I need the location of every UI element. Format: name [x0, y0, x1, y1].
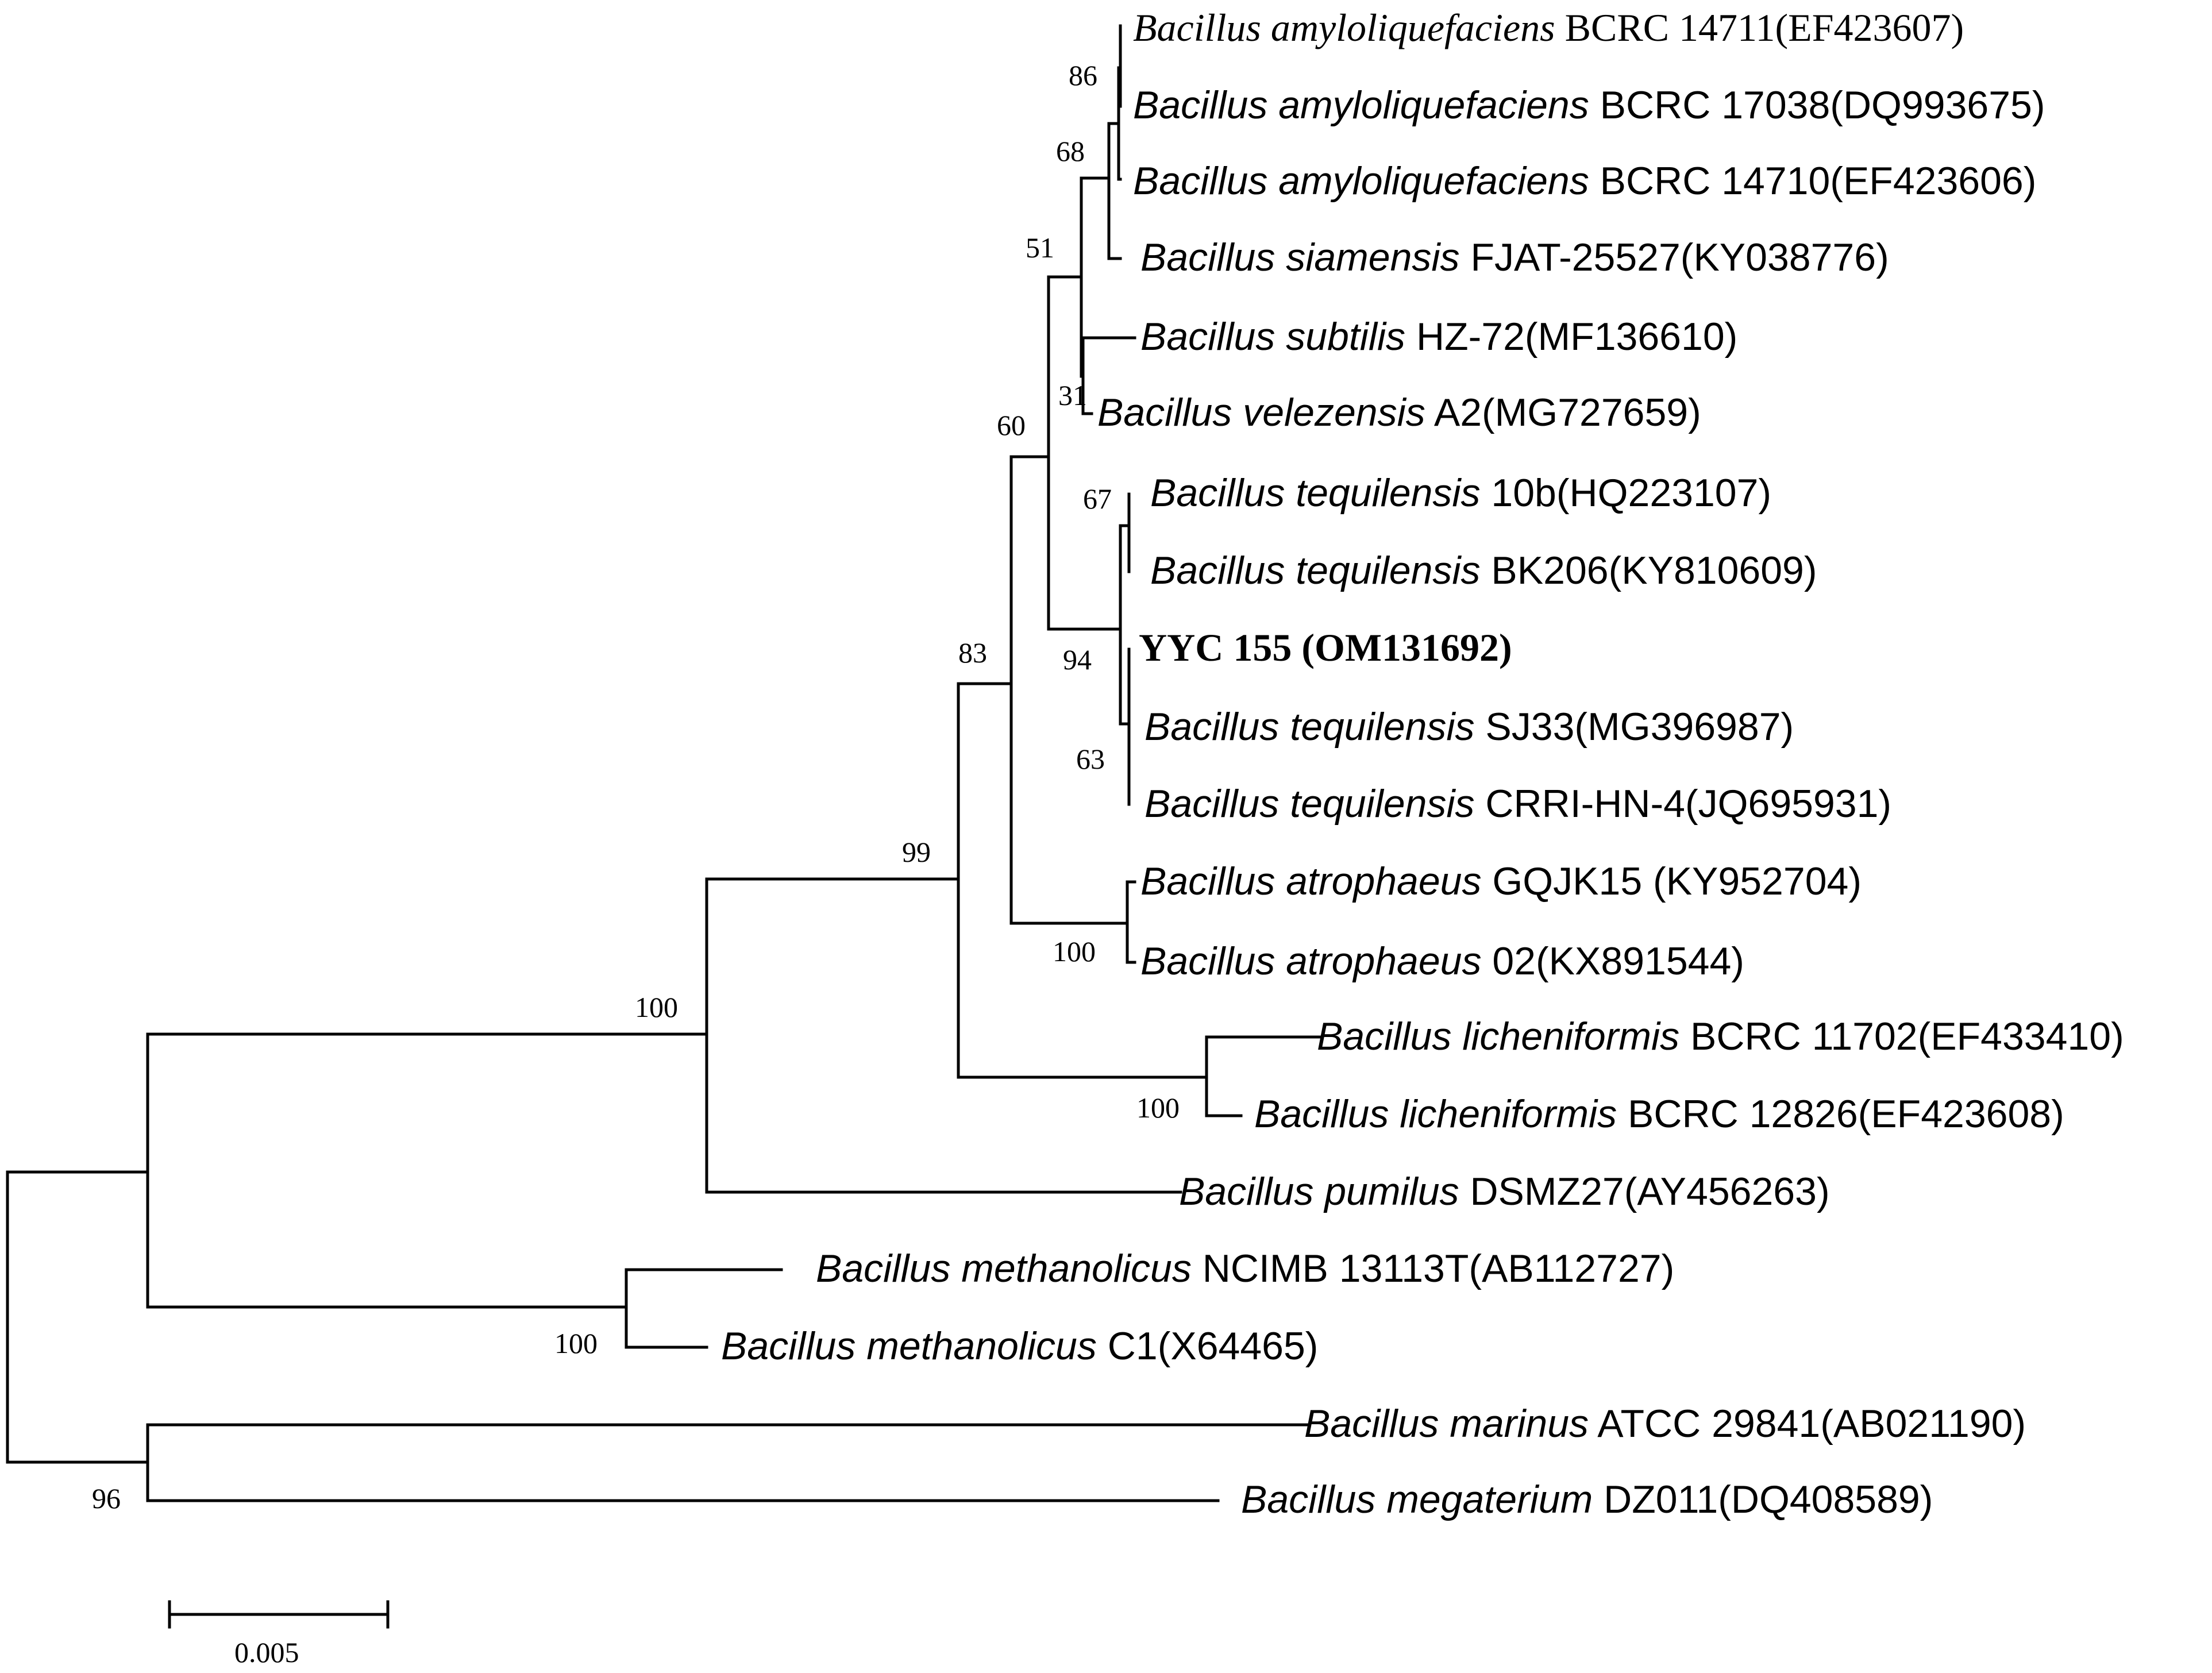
- taxon-label: Bacillus tequilensis 10b(HQ223107): [1150, 471, 1771, 515]
- bootstrap-label: 96: [92, 1482, 121, 1514]
- taxon-label: Bacillus marinus ATCC 29841(AB021190): [1304, 1402, 2026, 1445]
- scale-bar: 0.005: [168, 1600, 390, 1668]
- taxon-label: Bacillus methanolicus C1(X64465): [721, 1324, 1318, 1368]
- bootstrap-label: 51: [1026, 232, 1054, 264]
- taxon-species: Bacillus pumilus: [1179, 1170, 1459, 1213]
- taxon-label: Bacillus tequilensis SJ33(MG396987): [1144, 705, 1794, 749]
- taxon-species: Bacillus megaterium: [1241, 1478, 1593, 1521]
- taxon-strain: FJAT-25527(KY038776): [1470, 236, 1889, 279]
- taxon-species: Bacillus tequilensis: [1144, 705, 1475, 749]
- taxon-strain: BCRC 12826(EF423608): [1628, 1092, 2064, 1136]
- taxon-label: Bacillus licheniformis BCRC 11702(EF4334…: [1317, 1015, 2124, 1058]
- bootstrap-label: 31: [1058, 379, 1087, 411]
- taxon-species: Bacillus siamensis: [1140, 236, 1460, 279]
- taxon-species: Bacillus amyloliquefaciens: [1133, 159, 1589, 203]
- taxon-species: Bacillus atrophaeus: [1140, 939, 1481, 983]
- taxon-strain: 10b(HQ223107): [1491, 471, 1771, 515]
- bootstrap-label: 99: [902, 836, 931, 868]
- taxon-strain: A2(MG727659): [1434, 391, 1701, 434]
- taxon-label: Bacillus amyloliquefaciens BCRC 14710(EF…: [1133, 159, 2036, 203]
- taxon-strain: BCRC 11702(EF433410): [1690, 1015, 2124, 1058]
- taxon-species: Bacillus licheniformis: [1317, 1015, 1679, 1058]
- taxon-strain: C1(X64465): [1108, 1324, 1319, 1368]
- taxon-species: Bacillus tequilensis: [1150, 471, 1481, 515]
- tree-branches: [6, 24, 1323, 1502]
- taxon-species: Bacillus licheniformis: [1254, 1092, 1617, 1136]
- taxon-strain: DSMZ27(AY456263): [1470, 1170, 1829, 1213]
- taxon-species: Bacillus tequilensis: [1144, 782, 1475, 826]
- taxon-label: Bacillus siamensis FJAT-25527(KY038776): [1140, 236, 1889, 279]
- taxon-species: Bacillus methanolicus: [816, 1247, 1192, 1290]
- taxon-labels: Bacillus amyloliquefaciens BCRC 14711(EF…: [721, 6, 2124, 1521]
- taxon-strain: DZ011(DQ408589): [1604, 1478, 1933, 1521]
- taxon-species: Bacillus methanolicus: [721, 1324, 1097, 1368]
- taxon-label: Bacillus licheniformis BCRC 12826(EF4236…: [1254, 1092, 2064, 1136]
- taxon-species: Bacillus subtilis: [1140, 315, 1405, 358]
- bootstrap-label: 94: [1063, 643, 1092, 676]
- taxon-species: Bacillus marinus: [1304, 1402, 1589, 1445]
- bootstrap-label: 100: [554, 1327, 598, 1359]
- taxon-species: Bacillus amyloliquefaciens: [1133, 6, 1555, 49]
- bootstrap-label: 100: [1136, 1092, 1180, 1124]
- taxon-strain: NCIMB 13113T(AB112727): [1203, 1247, 1674, 1290]
- bootstrap-label: 67: [1083, 483, 1112, 515]
- taxon-label: Bacillus megaterium DZ011(DQ408589): [1241, 1478, 1933, 1521]
- taxon-species: Bacillus atrophaeus: [1140, 859, 1481, 903]
- taxon-strain: BCRC 14710(EF423606): [1600, 159, 2037, 203]
- taxon-strain: HZ-72(MF136610): [1416, 315, 1737, 358]
- bootstrap-label: 100: [635, 991, 678, 1023]
- taxon-label: Bacillus pumilus DSMZ27(AY456263): [1179, 1170, 1830, 1213]
- taxon-label: Bacillus amyloliquefaciens BCRC 14711(EF…: [1133, 6, 1964, 49]
- taxon-label: Bacillus velezensis A2(MG727659): [1097, 391, 1701, 434]
- taxon-strain: CRRI-HN-4(JQ695931): [1485, 782, 1891, 826]
- bootstrap-label: 60: [997, 409, 1026, 441]
- taxon-species: Bacillus amyloliquefaciens: [1133, 83, 1589, 127]
- taxon-label: Bacillus tequilensis CRRI-HN-4(JQ695931): [1144, 782, 1891, 826]
- taxon-label: Bacillus methanolicus NCIMB 13113T(AB112…: [816, 1247, 1674, 1290]
- bootstrap-label: 63: [1076, 743, 1105, 775]
- taxon-label-highlighted: YYC 155 (OM131692): [1139, 626, 1512, 669]
- bootstrap-label: 83: [958, 637, 987, 669]
- taxon-strain: BCRC 17038(DQ993675): [1600, 83, 2045, 127]
- taxon-strain: ATCC 29841(AB021190): [1597, 1402, 2026, 1445]
- bootstrap-values: 86 68 51 31 60 67 94 63 83 99 100 100 10…: [92, 59, 1180, 1514]
- taxon-strain: BK206(KY810609): [1491, 549, 1817, 592]
- bootstrap-label: 68: [1056, 135, 1085, 167]
- bootstrap-label: 100: [1053, 935, 1096, 967]
- taxon-strain: SJ33(MG396987): [1485, 705, 1794, 749]
- taxon-species: Bacillus velezensis: [1097, 391, 1425, 434]
- scale-bar-label: 0.005: [234, 1636, 299, 1668]
- taxon-label: Bacillus atrophaeus GQJK15 (KY952704): [1140, 859, 1862, 903]
- taxon-strain: 02(KX891544): [1492, 939, 1744, 983]
- bootstrap-label: 86: [1069, 59, 1097, 91]
- taxon-label: Bacillus amyloliquefaciens BCRC 17038(DQ…: [1133, 83, 2045, 127]
- taxon-strain: BCRC 14711(EF423607): [1565, 6, 1964, 49]
- taxon-label: Bacillus subtilis HZ-72(MF136610): [1140, 315, 1737, 358]
- taxon-label: Bacillus atrophaeus 02(KX891544): [1140, 939, 1744, 983]
- taxon-species: Bacillus tequilensis: [1150, 549, 1481, 592]
- taxon-strain: GQJK15 (KY952704): [1492, 859, 1862, 903]
- taxon-label: Bacillus tequilensis BK206(KY810609): [1150, 549, 1817, 592]
